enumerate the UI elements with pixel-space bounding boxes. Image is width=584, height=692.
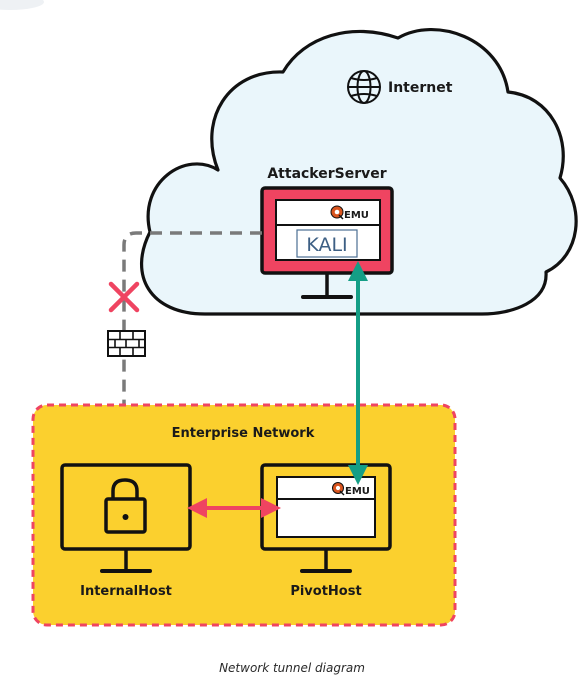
qemu-logo-icon	[330, 205, 344, 220]
enterprise-network-label: Enterprise Network	[172, 426, 315, 441]
padlock-icon	[104, 478, 147, 534]
attacker-server-label: AttackerServer	[267, 166, 386, 182]
qemu-attacker-label: EMU	[344, 210, 369, 221]
blocked-x-icon	[108, 281, 140, 313]
pivot-host-monitor	[260, 463, 392, 573]
qemu-pivot-label: EMU	[345, 486, 370, 497]
globe-icon	[347, 70, 381, 104]
internet-cloud	[140, 28, 578, 316]
qemu-logo-icon	[332, 482, 345, 496]
blocked-direct-path	[116, 231, 262, 458]
firewall-icon	[107, 330, 146, 357]
corner-artifact	[0, 0, 44, 10]
internal-host-label: InternalHost	[80, 584, 172, 599]
figure-caption: Network tunnel diagram	[219, 661, 365, 675]
pivot-host-label: PivotHost	[290, 584, 361, 599]
internet-label: Internet	[388, 80, 453, 96]
kali-logo: KALI	[296, 229, 358, 258]
kali-label: KALI	[306, 234, 347, 256]
